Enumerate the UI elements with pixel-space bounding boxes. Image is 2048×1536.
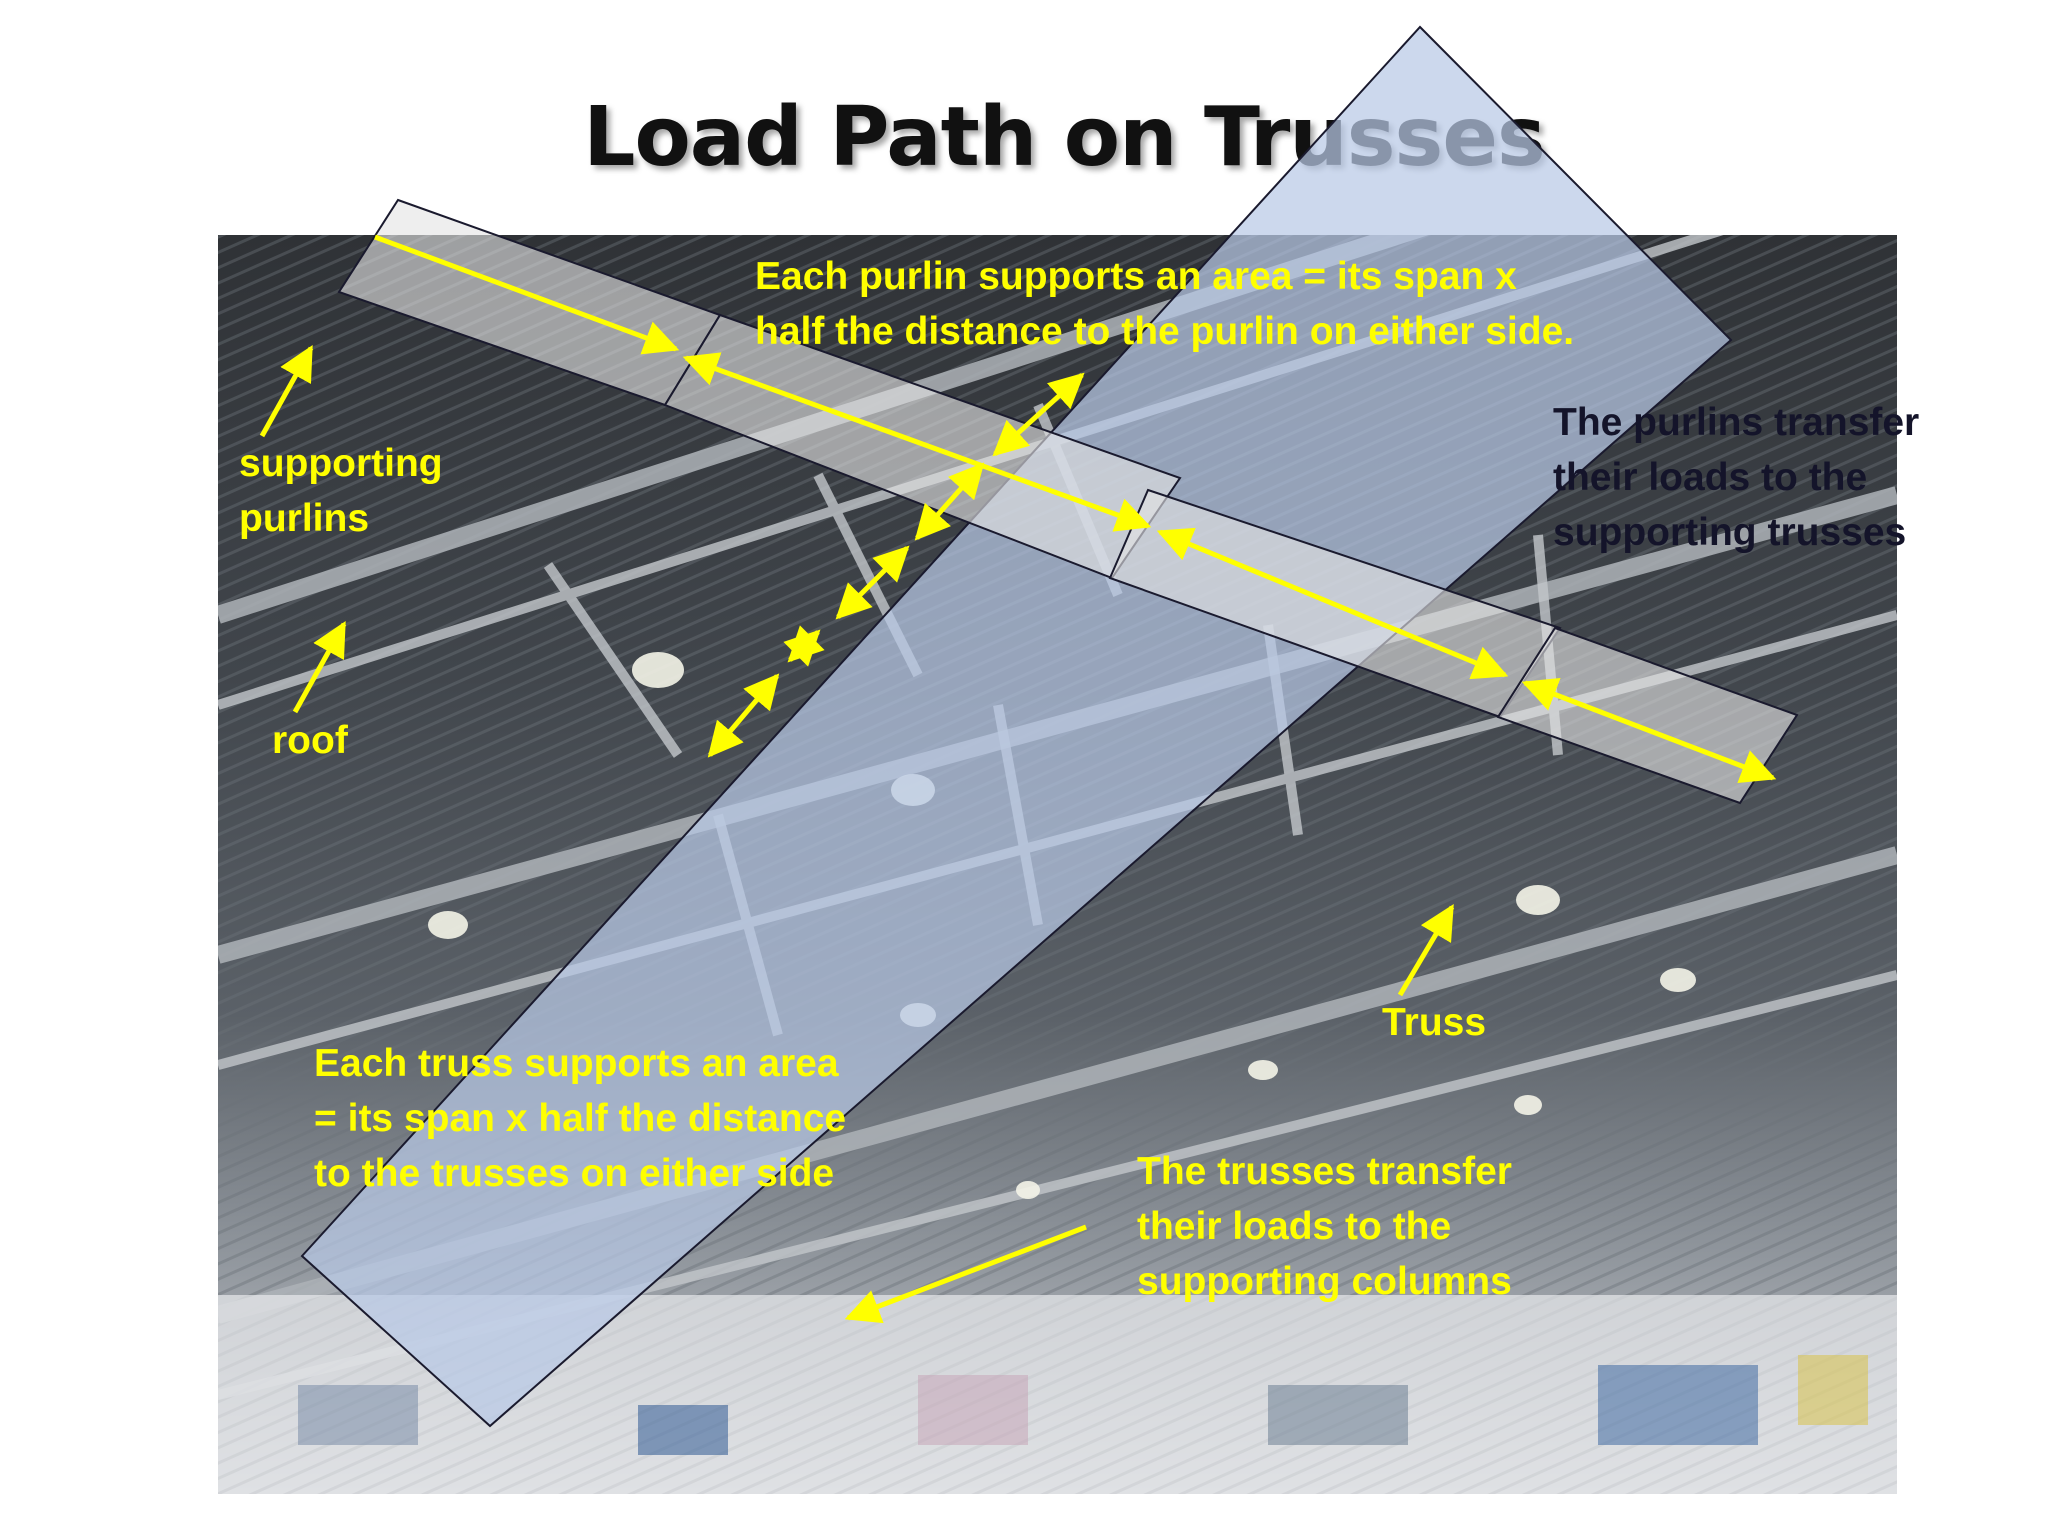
truss-spacing-arrow-4 xyxy=(783,625,825,667)
truss-area-label: Each truss supports an area = its span x… xyxy=(314,1036,846,1201)
purlin-band-1 xyxy=(337,198,722,407)
purlin-span-arrow-1 xyxy=(374,234,680,355)
truss-area-line-3: to the trusses on either side xyxy=(314,1152,835,1195)
trusses-transfer-line-2: their loads to the xyxy=(1137,1205,1452,1248)
purlins-transfer-line-2: their loads to the xyxy=(1553,456,1868,499)
truss-spacing-arrow-1 xyxy=(992,372,1085,457)
truss-area-line-1: Each truss supports an area xyxy=(314,1042,839,1085)
purlins-transfer-line-3: supporting trusses xyxy=(1553,511,1907,554)
roof-pointer xyxy=(292,620,347,714)
truss-spacing-arrow-5 xyxy=(707,673,780,758)
trusses-transfer-label: The trusses transfer their loads to the … xyxy=(1137,1144,1512,1309)
supporting-purlins-line-1: supporting xyxy=(239,442,443,485)
purlin-span-arrow-3 xyxy=(1156,527,1509,680)
supporting-purlins-line-2: purlins xyxy=(239,497,370,540)
purlin-span-arrow-4 xyxy=(1521,677,1777,784)
purlin-area-line-2: half the distance to the purlin on eithe… xyxy=(755,310,1575,353)
columns-pointer xyxy=(844,1224,1087,1324)
truss-spacing-arrow-2 xyxy=(914,462,985,541)
truss-tributary-area xyxy=(300,25,1733,1428)
trusses-transfer-line-3: supporting columns xyxy=(1137,1260,1512,1303)
purlin-band-4 xyxy=(1496,626,1799,805)
truss-label: Truss xyxy=(1382,1001,1487,1044)
roof-label: roof xyxy=(272,719,348,762)
truss-area-line-2: = its span x half the distance xyxy=(314,1097,847,1140)
truss-pointer xyxy=(1397,903,1455,997)
purlins-transfer-label: The purlins transfer their loads to the … xyxy=(1553,395,1919,560)
purlin-area-label: Each purlin supports an area = its span … xyxy=(755,249,1574,359)
purlin-span-arrow-2 xyxy=(682,352,1152,532)
supporting-purlins-pointer xyxy=(259,344,314,438)
purlins-transfer-line-1: The purlins transfer xyxy=(1553,401,1920,444)
purlin-area-line-1: Each purlin supports an area = its span … xyxy=(755,255,1517,298)
trusses-transfer-line-1: The trusses transfer xyxy=(1137,1150,1512,1193)
truss-spacing-arrow-3 xyxy=(835,545,910,620)
supporting-purlins-label: supporting purlins xyxy=(239,436,443,546)
